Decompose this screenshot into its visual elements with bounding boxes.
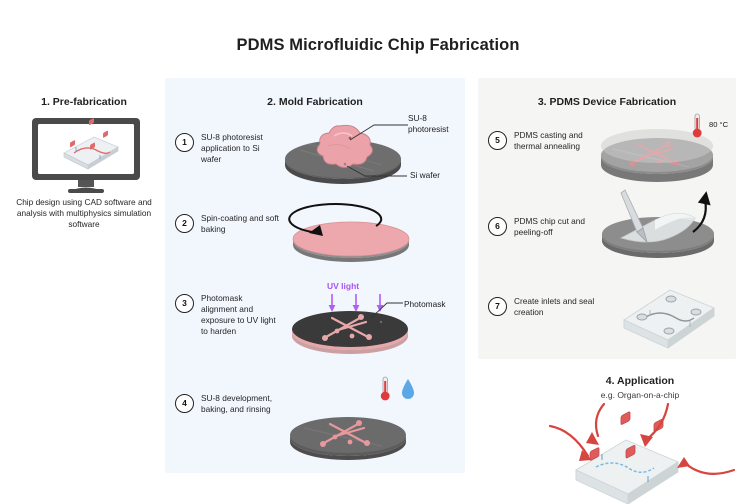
wafer-with-resist-blob-icon bbox=[282, 118, 404, 184]
leader-line-su8 bbox=[349, 124, 408, 141]
step-number-badge: 4 bbox=[175, 394, 194, 413]
step-1: 1 SU-8 photoresist application to Si waf… bbox=[175, 132, 279, 165]
photomask-uv-exposure-icon bbox=[288, 292, 412, 354]
step-4: 4 SU-8 development, baking, and rinsing bbox=[175, 393, 279, 415]
section-title-prefabrication: 1. Pre-fabrication bbox=[41, 96, 127, 108]
step-number-badge: 6 bbox=[488, 217, 507, 236]
uv-arrows-icon bbox=[328, 294, 384, 312]
water-drop-icon bbox=[402, 379, 414, 399]
application-subheading: e.g. Organ-on-a-chip bbox=[600, 390, 680, 400]
finished-chip-icon bbox=[614, 284, 724, 354]
organ-on-a-chip-icon bbox=[548, 398, 738, 504]
thermometer-icon bbox=[380, 376, 390, 401]
step-2: 2 Spin-coating and soft baking bbox=[175, 213, 279, 235]
step-number-badge: 3 bbox=[175, 294, 194, 313]
leader-line-photomask bbox=[370, 302, 403, 319]
step-label: Create inlets and seal creation bbox=[514, 296, 595, 317]
monitor-cad-icon bbox=[26, 116, 146, 194]
step-6: 6 PDMS chip cut and peeling-off bbox=[488, 216, 600, 238]
pdms-casting-wafer-icon bbox=[597, 122, 717, 182]
step-number-badge: 2 bbox=[175, 214, 194, 233]
step-number-badge: 5 bbox=[488, 131, 507, 150]
prefabrication-caption: Chip design using CAD software and analy… bbox=[16, 197, 152, 230]
spin-coated-wafer-icon bbox=[288, 203, 412, 262]
thermometer-icon bbox=[692, 113, 702, 138]
step-number-badge: 7 bbox=[488, 297, 507, 316]
step-5: 5 PDMS casting and thermal annealing bbox=[488, 130, 600, 152]
page-title: PDMS Microfluidic Chip Fabrication bbox=[236, 36, 520, 54]
label-su8-photoresist: SU-8 photoresist bbox=[408, 113, 449, 134]
leader-line-si-wafer bbox=[346, 165, 407, 177]
developed-wafer-icon bbox=[286, 398, 410, 460]
step-label: SU-8 photoresist application to Si wafer bbox=[201, 132, 263, 164]
label-photomask: Photomask bbox=[404, 299, 446, 309]
section-title-mold: 2. Mold Fabrication bbox=[267, 96, 363, 108]
step-label: Photomask alignment and exposure to UV l… bbox=[201, 293, 276, 336]
step-3: 3 Photomask alignment and exposure to UV… bbox=[175, 293, 279, 337]
label-si-wafer: Si wafer bbox=[410, 170, 440, 180]
label-uv-light: UV light bbox=[327, 281, 360, 291]
step-label: Spin-coating and soft baking bbox=[201, 213, 279, 234]
section-title-application: 4. Application bbox=[605, 375, 675, 387]
section-title-pdms: 3. PDMS Device Fabrication bbox=[537, 96, 677, 108]
step-label: PDMS casting and thermal annealing bbox=[514, 130, 583, 151]
scalpel-peeling-icon bbox=[595, 189, 721, 262]
label-temperature: 80 °C bbox=[709, 120, 729, 129]
step-number-badge: 1 bbox=[175, 133, 194, 152]
step-7: 7 Create inlets and seal creation bbox=[488, 296, 600, 318]
step-label: PDMS chip cut and peeling-off bbox=[514, 216, 586, 237]
step-label: SU-8 development, baking, and rinsing bbox=[201, 393, 273, 414]
